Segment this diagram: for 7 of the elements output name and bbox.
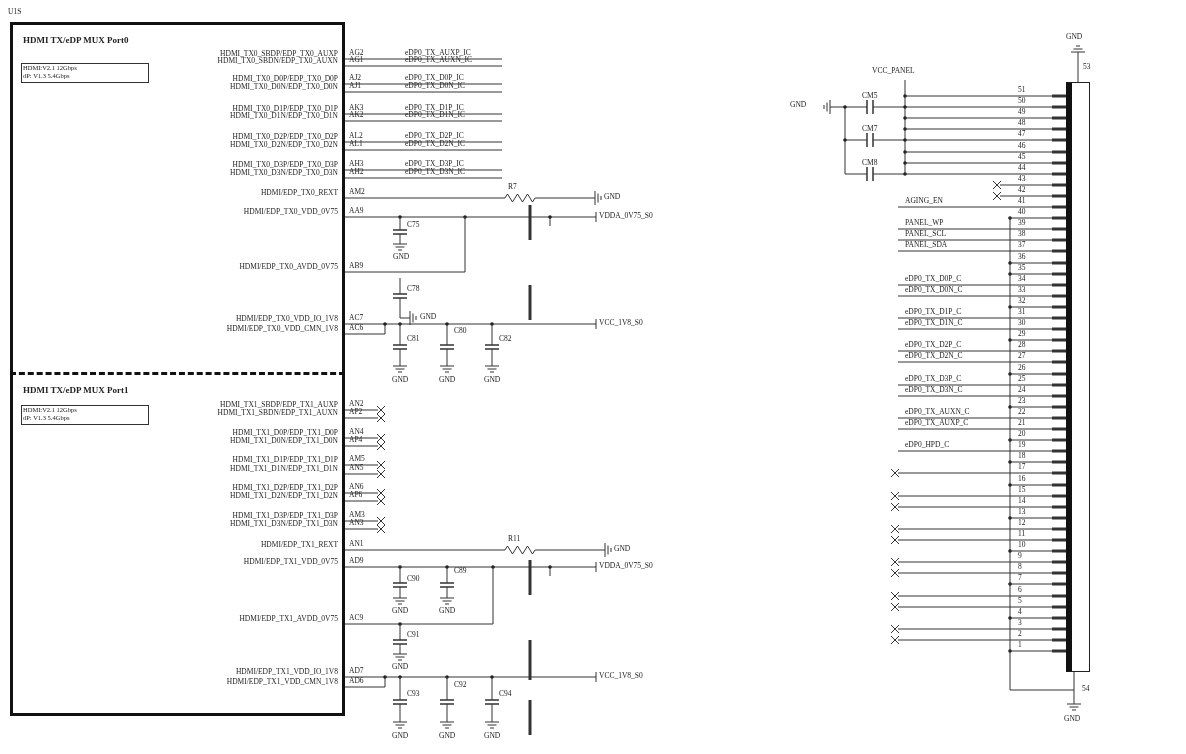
spec-box [21,405,149,425]
connector-body [1066,82,1090,672]
spec-box [21,63,149,83]
ic-block [10,372,345,716]
block-heading: HDMI TX/eDP MUX Port1 [23,385,129,395]
ic-block [10,22,345,372]
block-heading: HDMI TX/eDP MUX Port0 [23,35,129,45]
